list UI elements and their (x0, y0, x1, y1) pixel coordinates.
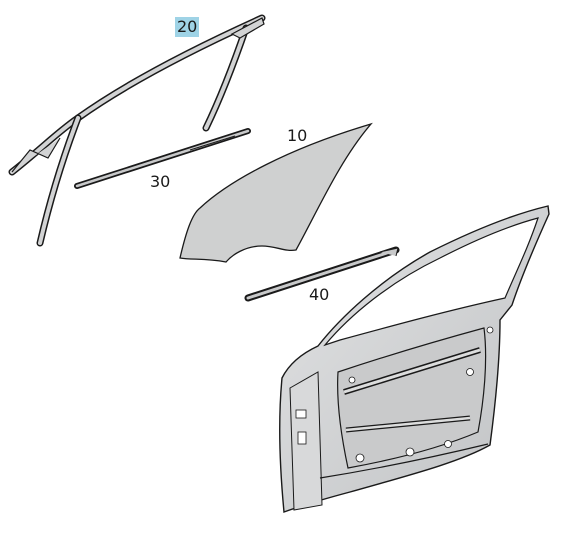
part-label-30[interactable]: 30 (150, 172, 171, 191)
door-shell (279, 205, 550, 513)
window-glass-part[interactable] (179, 122, 373, 263)
part-label-10[interactable]: 10 (287, 126, 308, 145)
outer-belt-strip-part[interactable] (244, 246, 400, 302)
window-frame-seal-part[interactable] (8, 14, 266, 247)
part-label-20[interactable]: 20 (175, 17, 200, 37)
inner-belt-strip-part[interactable] (74, 128, 251, 189)
part-label-40[interactable]: 40 (309, 285, 330, 304)
